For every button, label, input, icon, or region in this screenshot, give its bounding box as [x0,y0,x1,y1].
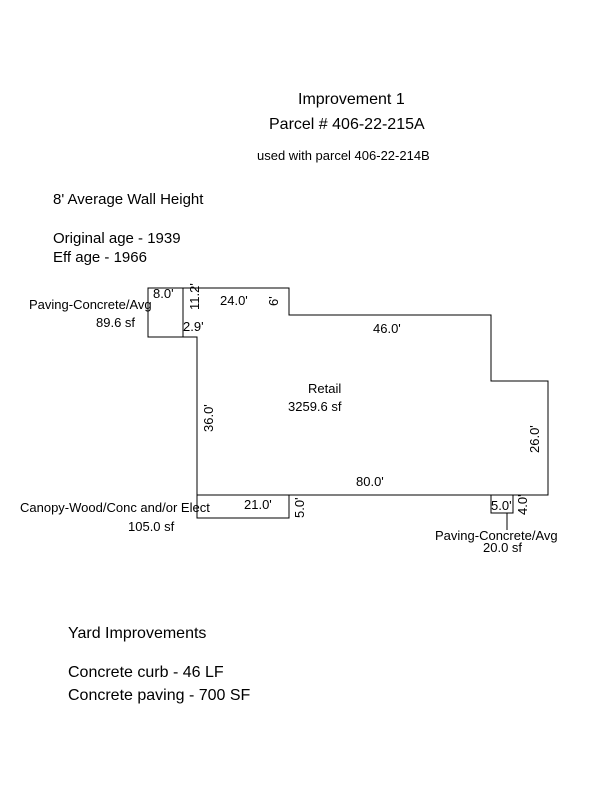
retail-area: 3259.6 sf [288,399,342,414]
dim-24: 24.0' [220,293,248,308]
dim-80: 80.0' [356,474,384,489]
paving-top-label: Paving-Concrete/Avg [29,297,152,312]
dim-4-0: 4.0' [515,494,530,515]
yard-item: Concrete curb - 46 LF [68,664,224,681]
dim-5-0-right: 5.0' [491,498,512,513]
yard-heading: Yard Improvements [68,625,207,642]
paving-top-outline [147,287,184,338]
parcel-number: Parcel # 406-22-215A [269,116,425,133]
dim-36: 36.0' [201,404,216,432]
page-title: Improvement 1 [298,91,405,108]
paving-right-label: Paving-Concrete/Avg [435,528,558,543]
paving-right-outline [490,494,514,514]
retail-outline [182,287,549,496]
original-age: Original age - 1939 [53,230,181,247]
dim-21: 21.0' [244,497,272,512]
wall-height: 8' Average Wall Height [53,191,204,208]
canopy-label: Canopy-Wood/Conc and/or Elect [20,500,210,515]
parcel-note: used with parcel 406-22-214B [257,148,430,163]
dim-26: 26.0' [527,425,542,453]
effective-age: Eff age - 1966 [53,249,147,266]
dim-8: 8.0' [153,286,174,301]
dim-5-0-left: 5.0' [292,497,307,518]
paving-top-area: 89.6 sf [96,315,135,330]
dim-2-9: 2.9' [183,319,204,334]
paving-right-area: 20.0 sf [483,540,522,555]
dim-6: 6' [266,296,281,306]
dim-11-2: 11.2' [187,283,202,310]
canopy-outline [196,494,290,519]
canopy-area: 105.0 sf [128,519,175,534]
yard-item: Concrete paving - 700 SF [68,687,251,704]
retail-label: Retail [308,381,341,396]
dim-46: 46.0' [373,321,401,336]
